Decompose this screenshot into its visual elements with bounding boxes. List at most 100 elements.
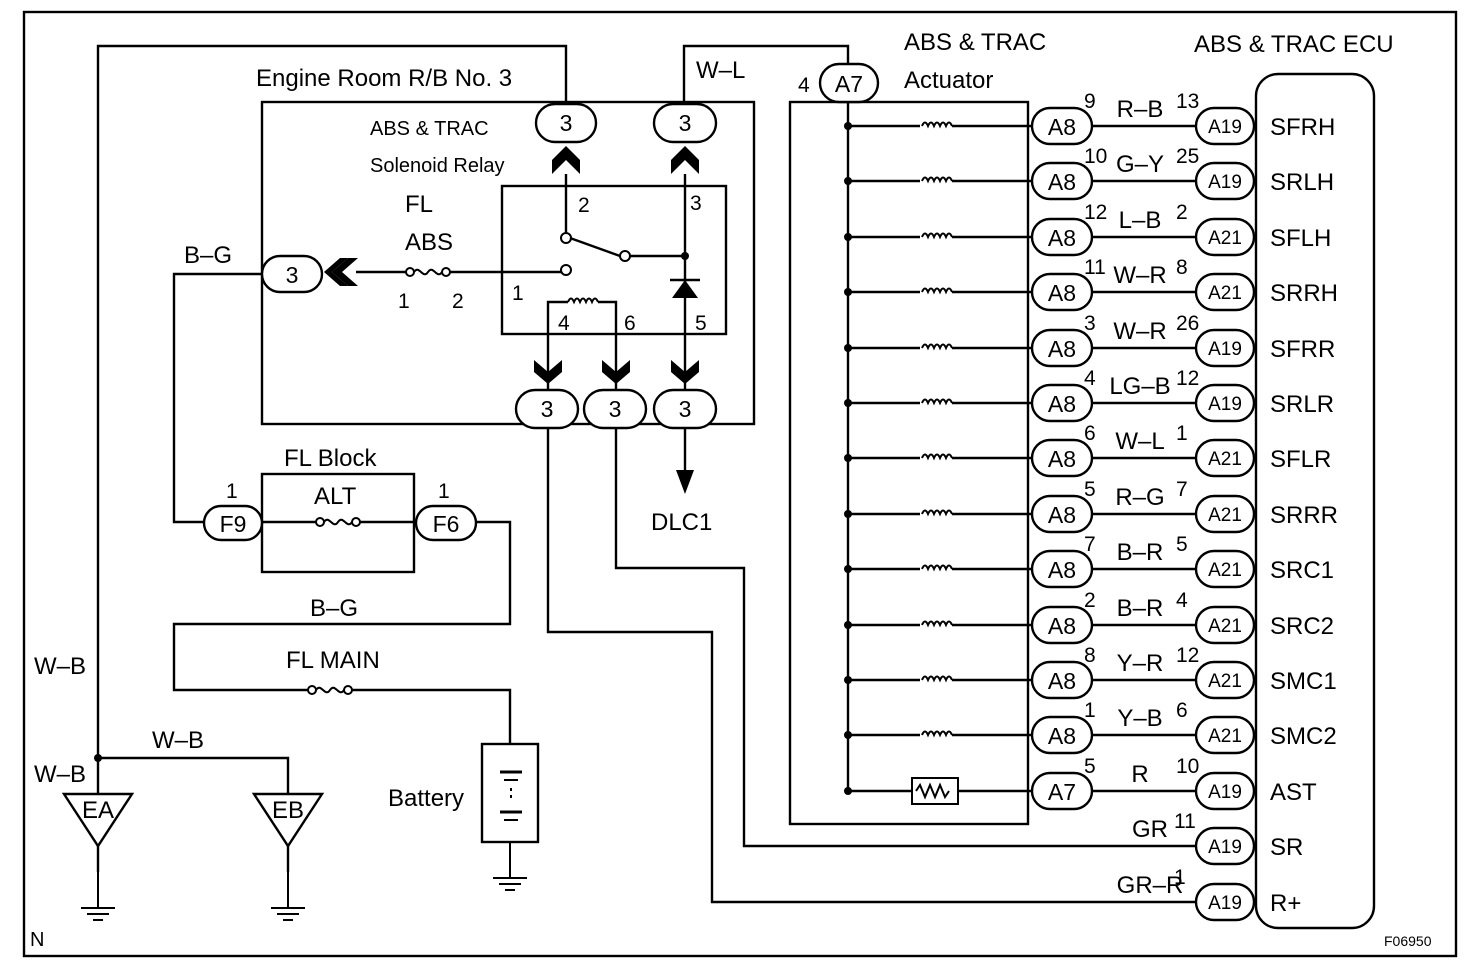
ground-eb-label: EB <box>272 797 304 824</box>
diagram-frame <box>22 10 1458 958</box>
solenoid-coil-icon <box>921 287 953 293</box>
actuator-pin: 4 <box>1084 367 1096 390</box>
actuator-connector-label: A8 <box>1048 336 1076 362</box>
actuator-connector-label: A8 <box>1048 391 1076 417</box>
actuator-pin: 3 <box>1084 312 1096 335</box>
actuator-connector-label: A8 <box>1048 225 1076 251</box>
ecu-pin: 1 <box>1176 422 1188 445</box>
fuse-icon <box>315 517 361 527</box>
ecu-connector <box>1194 771 1256 811</box>
ecu-terminal-label: SMC2 <box>1270 723 1337 750</box>
wb-eb-wire <box>98 756 290 794</box>
wire-color-label: L–B <box>1119 207 1162 234</box>
ecu-pin: 12 <box>1176 644 1199 667</box>
wire-color-label: R–B <box>1117 96 1164 123</box>
ecu-terminal-label: SFRR <box>1270 336 1335 363</box>
actuator-box <box>788 100 1030 826</box>
ecu-terminal-label: SR <box>1270 834 1303 861</box>
junction-dot <box>681 252 689 260</box>
wire-color-label: R <box>1131 761 1148 788</box>
fuse-icon <box>405 267 451 277</box>
actuator-connector-label: A8 <box>1048 557 1076 583</box>
wb-feed-wire <box>96 44 568 758</box>
actuator-pin: 12 <box>1084 201 1107 224</box>
ecu-connector-label: A19 <box>1208 172 1242 193</box>
ground-ea-label: EA <box>82 797 114 824</box>
wire-color-label: Y–R <box>1117 650 1164 677</box>
ecu-connector <box>1194 549 1256 589</box>
resistor-icon <box>911 777 959 805</box>
wire-color-label: W–R <box>1113 262 1166 289</box>
battery-box <box>480 742 540 844</box>
ecu-connector-label: A21 <box>1208 228 1242 249</box>
actuator-pin: 5 <box>1084 755 1096 778</box>
rb-connector-label: 3 <box>679 110 692 136</box>
actuator-connector-label: A8 <box>1048 613 1076 639</box>
actuator-connector-label: A8 <box>1048 280 1076 306</box>
battery-wire <box>352 688 512 744</box>
ecu-connector <box>1194 715 1256 755</box>
f6-pin: 1 <box>438 480 450 503</box>
solenoid-coil-icon <box>921 121 953 127</box>
actuator-feed-connector-label: A7 <box>835 71 863 97</box>
battery-label: Battery <box>388 785 464 812</box>
engine-room-rb-box <box>260 100 756 426</box>
ecu-connector-label: A19 <box>1208 782 1242 803</box>
ecu-terminal-label: SFLR <box>1270 446 1331 473</box>
actuator-pin: 6 <box>1084 422 1096 445</box>
actuator-pin: 9 <box>1084 90 1096 113</box>
dlc-label: DLC1 <box>651 509 712 536</box>
actuator-connector-label: A8 <box>1048 114 1076 140</box>
coil-wire <box>598 300 618 390</box>
solenoid-coil-icon <box>921 620 953 626</box>
ecu-pin: 1 <box>1174 866 1186 889</box>
rb-connector-top-left <box>534 102 598 144</box>
solenoid-coil-icon <box>921 232 953 238</box>
f9-connector-label: F9 <box>220 511 247 537</box>
corner-mark: N <box>30 929 44 951</box>
ecu-terminal-label: SRRR <box>1270 502 1338 529</box>
ecu-connector-label: A19 <box>1208 893 1242 914</box>
wire-color-label: B–R <box>1117 595 1164 622</box>
ecu-connector <box>1194 660 1256 700</box>
grr-wire <box>546 428 1196 904</box>
solenoid-coil-icon <box>921 730 953 736</box>
solenoid-coil-icon <box>921 675 953 681</box>
gr-wire <box>614 428 1196 848</box>
coil-wire <box>546 300 568 390</box>
ecu-connector-label: A19 <box>1208 394 1242 415</box>
wire-color-bg-top: B–G <box>184 242 232 269</box>
ecu-terminal-label: SFLH <box>1270 225 1331 252</box>
relay-pin-3: 3 <box>690 192 702 215</box>
wire-color-wl-top: W–L <box>696 57 745 84</box>
wl-wire <box>682 44 850 104</box>
actuator-pin: 10 <box>1084 145 1107 168</box>
f9-connector <box>202 504 264 542</box>
relay-pin-1: 1 <box>512 282 524 305</box>
relay-label-line1: ABS & TRAC <box>370 118 489 140</box>
actuator-pin: 11 <box>1084 256 1106 279</box>
figure-id: F06950 <box>1384 933 1432 949</box>
ecu-pin: 8 <box>1176 256 1188 279</box>
ecu-connector <box>1194 826 1256 866</box>
solenoid-coil-icon <box>921 509 953 515</box>
ecu-connector-label: A21 <box>1208 283 1242 304</box>
engine-room-rb-title: Engine Room R/B No. 3 <box>256 65 512 92</box>
fuse-icon <box>307 685 353 695</box>
ecu-terminal-label: SRLH <box>1270 169 1334 196</box>
relay-contact <box>560 232 572 244</box>
ecu-pin: 6 <box>1176 699 1188 722</box>
ecu-connector-label: A21 <box>1208 671 1242 692</box>
ecu-terminal-label: SRRH <box>1270 280 1338 307</box>
wire-color-label: Y–B <box>1117 705 1162 732</box>
f9-pin: 1 <box>226 480 238 503</box>
relay-coil-icon <box>567 297 599 303</box>
ecu-connector <box>1194 217 1256 257</box>
actuator-feed-pin: 4 <box>798 74 810 97</box>
wire-color-wb-ea: W–B <box>34 761 86 788</box>
ecu-connector <box>1194 494 1256 534</box>
wire-color-label: GR–R <box>1117 872 1184 899</box>
ecu-pin: 25 <box>1176 145 1199 168</box>
